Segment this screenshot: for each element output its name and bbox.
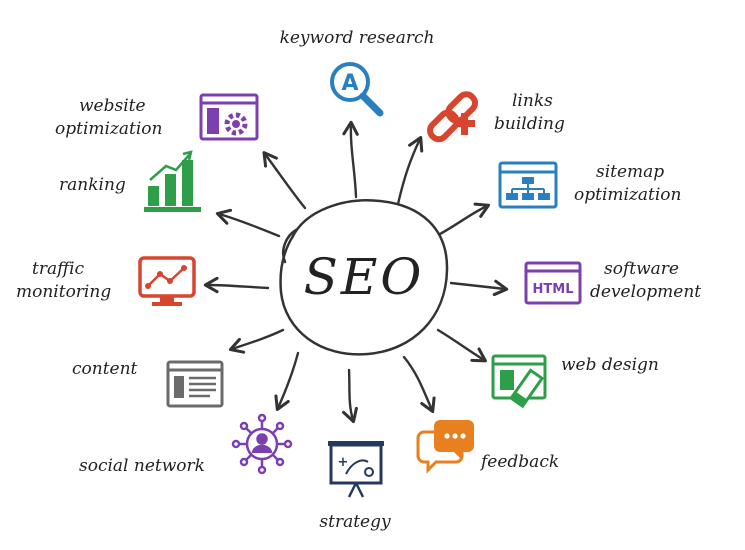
arrows [203,120,509,424]
label-feedback: feedback [481,452,560,472]
strategy-board-icon: + [328,441,384,498]
network-people-icon [231,413,293,475]
label-content: content [72,359,138,379]
arrow-sitemap-optimization [438,202,491,236]
magnifier-letter-a-icon: A [330,62,384,117]
label-links-building: links building [494,91,565,134]
arrow-website-optimization [262,151,307,210]
arrow-ranking [215,208,281,238]
sitemap-window-icon [498,161,558,209]
label-web-design: web design [561,355,659,375]
label-keyword-research: keyword research [279,28,435,48]
arrow-social-network [274,351,300,412]
label-social-network: social network [79,456,205,476]
content-window-icon [166,360,224,408]
chain-link-plus-icon [427,91,479,143]
svg-text:+: + [338,455,349,470]
arrow-links-building [396,135,424,206]
arrow-software-development [449,279,509,297]
arrow-traffic-monitoring [203,276,270,294]
bar-chart-icon [144,150,201,212]
design-window-pen-icon [491,354,547,409]
html-window-icon: HTML [524,261,582,305]
label-software-development: software development [590,259,702,302]
center-label: SEO [304,248,425,306]
arrow-content [228,328,285,354]
html-icon-text: HTML [533,282,574,297]
label-ranking: ranking [59,175,126,195]
center-circle [279,199,449,356]
arrow-web-design [436,328,487,363]
arrow-strategy [342,368,358,424]
label-traffic-monitoring: traffic monitoring [16,259,112,302]
arrow-feedback [402,355,436,414]
speech-bubbles-icon [416,420,474,474]
magnifier-letter: A [341,71,358,96]
window-gear-icon [199,93,259,141]
monitor-chart-icon [138,256,196,306]
label-sitemap-optimization: sitemap optimization [574,162,682,205]
label-website-optimization: website optimization [55,96,163,139]
arrow-keyword-research [342,120,359,199]
label-strategy: strategy [319,512,391,532]
